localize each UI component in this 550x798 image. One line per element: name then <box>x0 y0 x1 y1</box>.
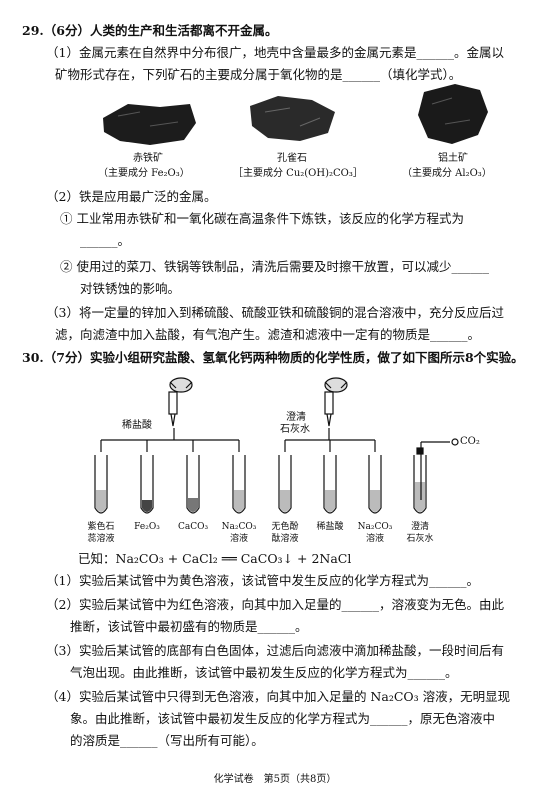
tube-label-5b: 酞溶液 <box>271 534 299 544</box>
reagent-label-hcl: 稀盐酸 <box>122 420 152 431</box>
q30-sub3-line2: 气泡出现。由此推断，该试管中最初发生反应的化学方程式为______。 <box>70 665 458 680</box>
tube-label-3a: CaCO₃ <box>177 522 209 532</box>
q30-header: 30.（7分）实验小组研究盐酸、氢氧化钙两种物质的化学性质，做了如下图所示8个实… <box>22 350 524 365</box>
known-equation: 已知：Na₂CO₃ + CaCl₂ ══ CaCO₃↓ + 2NaCl <box>78 551 352 566</box>
tube-label-8a: 澄清 <box>410 522 429 532</box>
dropper-right <box>324 377 348 427</box>
q30-sub4-line3: 的溶质是______（写出所有可能）。 <box>70 733 264 748</box>
q29-part3-line2: 滤，向滤渣中加入盐酸，有气泡产生。滤渣和滤液中一定有的物质是______。 <box>55 327 481 342</box>
tube-label-4b: 溶液 <box>229 534 248 544</box>
tube-contents <box>96 482 425 512</box>
ore-name-3: 铝土矿 <box>438 153 468 164</box>
ore-name-1: 赤铁矿 <box>133 153 163 164</box>
q29-part2b-line1: ② 使用过的菜刀、铁锅等铁制品，清洗后需要及时擦干放置，可以减少______ <box>60 259 489 274</box>
tube-label-8b: 石灰水 <box>406 534 434 544</box>
q30-sub4-line1: （4）实验后某试管中只得到无色溶液，向其中加入足量的 Na₂CO₃ 溶液，无明显… <box>46 689 511 704</box>
dropper-left <box>168 377 193 427</box>
q29-part2a-line1: ① 工业常用赤铁矿和一氧化碳在高温条件下炼铁，该反应的化学方程式为 <box>60 211 464 226</box>
tube-label-6a: 稀盐酸 <box>316 522 344 532</box>
q29-part1-line2: 矿物形式存在，下列矿石的主要成分属于氧化物的是______（填化学式）。 <box>55 67 462 82</box>
q30-sub2-line2: 推断，该试管中最初盛有的物质是______。 <box>70 619 308 634</box>
tube-label-7a: Na₂CO₃ <box>357 522 393 532</box>
ore-name-2: 孔雀石 <box>277 153 307 164</box>
ore-hematite-image <box>103 104 196 145</box>
q30-sub4-line2: 象。由此推断，该试管中最初发生反应的化学方程式为______，原无色溶液中 <box>70 711 496 726</box>
ore-formula-1: （主要成分 Fe₂O₃） <box>98 168 190 179</box>
q29-header: 29.（6分）人类的生产和生活都离不开金属。 <box>22 23 278 38</box>
tube-label-5a: 无色酚 <box>271 522 299 532</box>
q29-part2a-line2: ______。 <box>80 233 131 248</box>
tube-label-1a: 紫色石 <box>87 522 115 532</box>
bracket-right <box>284 428 376 452</box>
page-footer: 化学试卷 第5页（共8页） <box>213 774 337 785</box>
reagent-label-limewater-1: 澄清 <box>286 412 306 423</box>
q30-sub3-line1: （3）实验后某试管的底部有白色固体，过滤后向滤液中滴加稀盐酸，一段时间后有 <box>46 643 504 658</box>
co2-delivery-tube <box>416 438 459 500</box>
q30-sub2-line1: （2）实验后某试管中为红色溶液，向其中加入足量的______，溶液变为无色。由此 <box>46 597 504 612</box>
q29-part2: （2）铁是应用最广泛的金属。 <box>46 189 217 204</box>
tube-label-2a: Fe₂O₃ <box>134 522 160 532</box>
co2-label: CO₂ <box>460 436 480 447</box>
tube-label-7b: 溶液 <box>365 534 384 544</box>
reagent-label-limewater-2: 石灰水 <box>280 424 310 435</box>
test-tube-2 <box>140 455 154 514</box>
ore-formula-2: ［主要成分 Cu₂(OH)₂CO₃］ <box>233 168 363 179</box>
ore-malachite-image <box>250 96 335 141</box>
q29-part1-line1: （1）金属元素在自然界中分布很广，地壳中含量最多的金属元素是______。金属以 <box>46 45 504 60</box>
ore-formula-3: （主要成分 Al₂O₃） <box>402 168 492 179</box>
tube-label-1b: 蕊溶液 <box>87 534 115 544</box>
tube-label-4a: Na₂CO₃ <box>221 522 257 532</box>
bracket-left <box>100 428 240 452</box>
ore-bauxite-image <box>418 84 488 144</box>
q29-part2b-line2: 对铁锈蚀的影响。 <box>80 281 181 296</box>
q30-sub1: （1）实验后某试管中为黄色溶液，该试管中发生反应的化学方程式为______。 <box>46 573 479 588</box>
q29-part3-line1: （3）将一定量的锌加入到稀硫酸、硫酸亚铁和硫酸铜的混合溶液中，充分反应后过 <box>46 305 504 320</box>
